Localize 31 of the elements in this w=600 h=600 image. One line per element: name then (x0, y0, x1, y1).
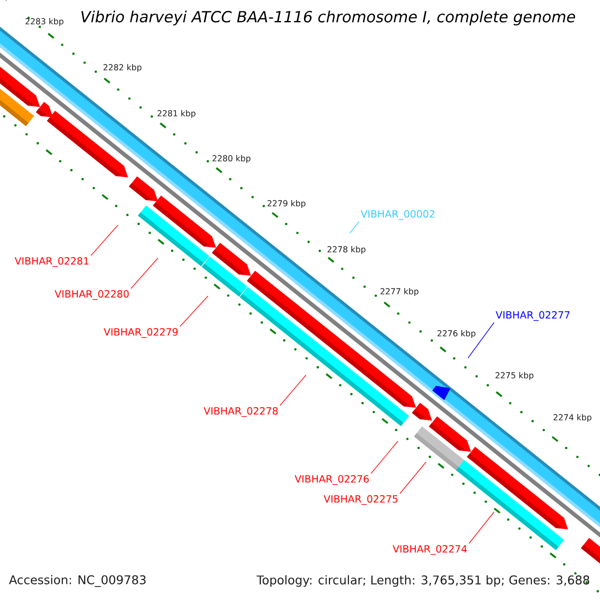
leader-line (130, 258, 158, 289)
leader-line (180, 296, 208, 327)
leader-line (370, 440, 398, 474)
scale-label: 2274 kbp (554, 414, 592, 422)
title: Vibrio harveyi ATCC BAA-1116 chromosome I, complete genome (78, 9, 578, 27)
scale-label: 2278 kbp (328, 246, 366, 254)
gene-label: VIBHAR_02275 (324, 495, 398, 505)
footer-text: Topology: circular; Length: 3,765,351 bp; Genes: 3,688 (256, 575, 590, 587)
footer-text: Accession: NC_009783 (9, 575, 146, 587)
scale-label: 2279 kbp (268, 200, 306, 208)
leader-line (90, 224, 118, 256)
leader-line (350, 221, 360, 234)
leader-line (468, 512, 494, 544)
scale-label: 2281 kbp (158, 110, 196, 118)
gene-label: VIBHAR_02279 (104, 328, 178, 338)
scale-label: 2280 kbp (212, 155, 250, 163)
leader-line (280, 374, 306, 406)
scale-label: 2283 kbp (26, 18, 64, 26)
gene-label: VIBHAR_02274 (392, 545, 467, 555)
gene-label: VIBHAR_02277 (496, 311, 570, 321)
gene-label: VIBHAR_02281 (14, 257, 88, 267)
leader-line (400, 462, 426, 494)
gene-label: VIBHAR_00002 (360, 210, 434, 220)
gene-label: VIBHAR_02280 (54, 290, 129, 300)
scale-label: 2282 kbp (104, 64, 142, 72)
scale-label: 2275 kbp (496, 372, 534, 380)
gene-label: VIBHAR_02278 (204, 407, 278, 417)
gene-label: VIBHAR_02276 (294, 475, 369, 485)
scale-label: 2276 kbp (438, 330, 476, 338)
scale-label: 2277 kbp (380, 288, 418, 296)
leader-line (468, 322, 494, 358)
